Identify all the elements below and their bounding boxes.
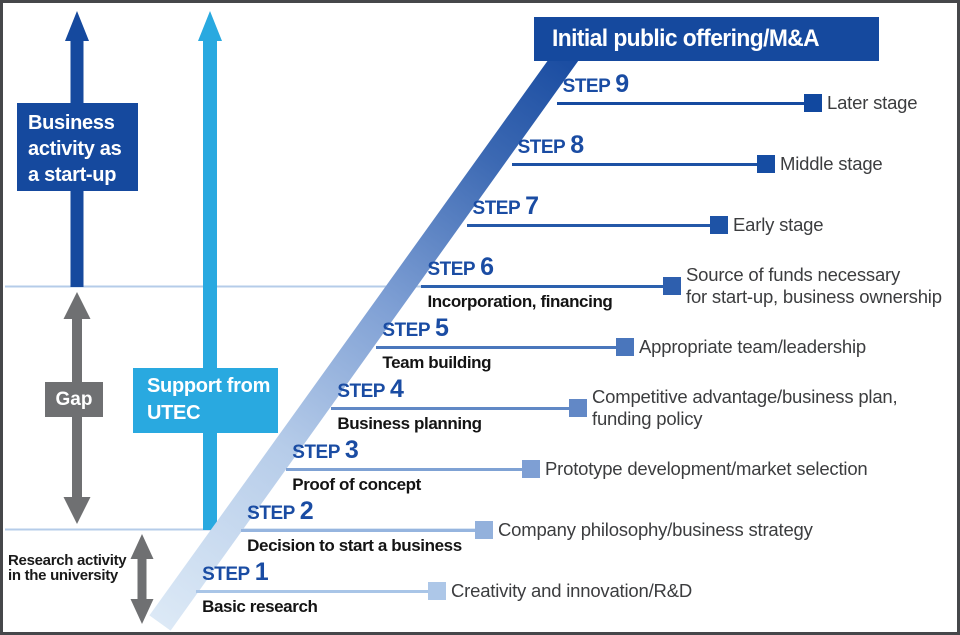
step-description: Creativity and innovation/R&D xyxy=(451,580,692,602)
step-label-number: 4 xyxy=(389,375,404,403)
step-label-number: 6 xyxy=(480,253,494,281)
step-sublabel: Business planning xyxy=(337,414,482,433)
step-label-prefix: STEP xyxy=(247,503,295,524)
step-label-number: 5 xyxy=(435,314,449,342)
step-marker xyxy=(804,94,822,112)
gap-label: Gap xyxy=(55,388,93,410)
ipo-banner: Initial public offering/M&A xyxy=(534,17,879,61)
step-description-line: Middle stage xyxy=(780,153,883,174)
step-label-prefix: STEP xyxy=(562,76,611,97)
step-line xyxy=(331,407,571,410)
step-label-prefix: STEP xyxy=(292,442,340,463)
step-description: Middle stage xyxy=(780,153,883,175)
step-label-number: 8 xyxy=(570,131,584,159)
step-description: Competitive advantage/business plan,fund… xyxy=(592,386,898,430)
step-sublabel: Decision to start a business xyxy=(247,536,462,555)
step-marker xyxy=(757,155,775,173)
step-line xyxy=(196,590,430,593)
research-range-arrow xyxy=(130,534,154,624)
step-description-line: Appropriate team/leadership xyxy=(639,336,867,357)
step-description-line: Prototype development/market selection xyxy=(545,458,868,479)
step-line xyxy=(241,529,477,532)
step-description: Prototype development/market selection xyxy=(545,458,868,480)
research-activity-label: Research activity in the university xyxy=(8,553,132,583)
step-label-number: 7 xyxy=(525,192,539,220)
step-marker xyxy=(569,399,587,417)
business-box-line: activity as xyxy=(28,138,122,160)
step-line xyxy=(511,163,759,166)
step-label-number: 3 xyxy=(344,436,359,464)
step-line xyxy=(556,102,806,105)
business-box-line: a start-up xyxy=(28,164,117,186)
research-label-line: in the university xyxy=(8,567,118,584)
step-label-prefix: STEP xyxy=(382,320,430,341)
step-line xyxy=(466,224,712,227)
step-marker xyxy=(475,521,493,539)
utec-support-box: Support from UTEC xyxy=(133,368,278,433)
step-line xyxy=(376,346,618,349)
step-label-number: 1 xyxy=(254,558,269,586)
step-description-line: Competitive advantage/business plan, xyxy=(592,386,898,407)
step-label-prefix: STEP xyxy=(517,137,566,158)
ipo-banner-label: Initial public offering/M&A xyxy=(552,25,820,52)
gap-label-box: Gap xyxy=(45,382,103,417)
growth-diagonal-arrow xyxy=(149,37,586,631)
utec-box-line: UTEC xyxy=(147,402,201,424)
step-description: Appropriate team/leadership xyxy=(639,336,866,358)
step-label-prefix: STEP xyxy=(337,381,385,402)
step-marker xyxy=(663,277,681,295)
business-box-line: Business xyxy=(28,112,115,134)
step-label-prefix: STEP xyxy=(427,259,476,280)
step-label-number: 9 xyxy=(615,70,629,98)
step-label-number: 2 xyxy=(299,497,314,525)
step-sublabel: Basic research xyxy=(202,597,318,616)
step-description-line: for start-up, business ownership xyxy=(686,286,942,307)
research-label-line: Research activity xyxy=(8,552,127,569)
step-line xyxy=(286,468,524,471)
business-activity-box: Business activity as a start-up xyxy=(17,103,138,191)
step-label-prefix: STEP xyxy=(472,198,521,219)
step-marker xyxy=(616,338,634,356)
step-marker xyxy=(428,582,446,600)
utec-box-line: Support from xyxy=(147,375,271,397)
step-sublabel: Team building xyxy=(382,353,492,372)
step-description-line: Company philosophy/business strategy xyxy=(498,519,813,540)
labels-layer: Business activity as a start-up Support … xyxy=(3,3,957,632)
step-description-line: Early stage xyxy=(733,214,824,235)
step-sublabel: Incorporation, financing xyxy=(427,292,613,311)
step-description-line: Creativity and innovation/R&D xyxy=(451,580,692,601)
step-line xyxy=(421,285,665,288)
step-description: Later stage xyxy=(827,92,918,114)
step-description-line: Later stage xyxy=(827,92,918,113)
step-description-line: Source of funds necessary xyxy=(686,264,901,285)
step-description-line: funding policy xyxy=(592,408,703,429)
step-description: Early stage xyxy=(733,214,824,236)
step-marker xyxy=(710,216,728,234)
step-description: Company philosophy/business strategy xyxy=(498,519,813,541)
step-marker xyxy=(522,460,540,478)
business-threshold-line xyxy=(5,285,671,288)
step-sublabel: Proof of concept xyxy=(292,475,421,494)
step-label-prefix: STEP xyxy=(202,564,250,585)
